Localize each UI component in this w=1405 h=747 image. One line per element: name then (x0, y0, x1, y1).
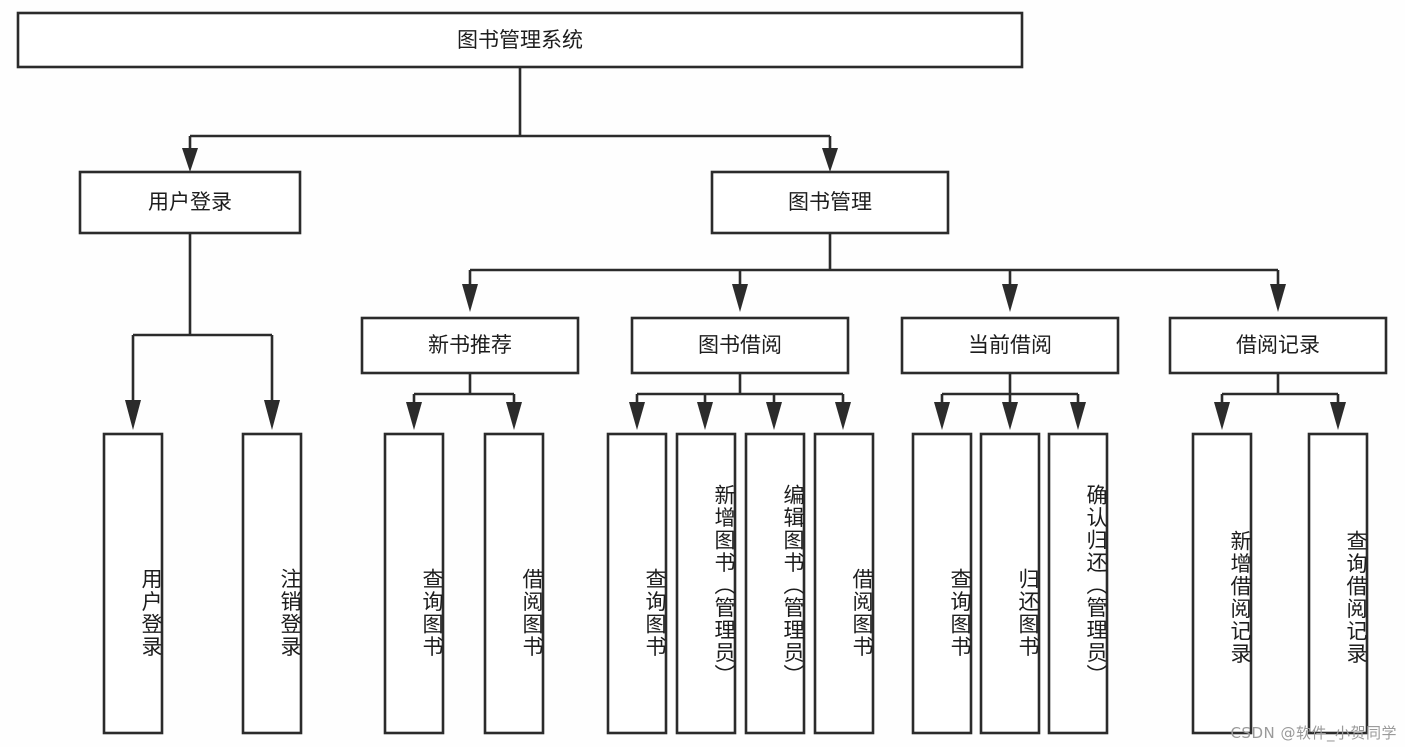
arrowhead-to-leaf-query-book-1 (406, 402, 422, 430)
leaf-user-login-box[interactable] (102, 432, 164, 735)
arrowhead-to-leaf-borrow-book-2 (835, 402, 851, 430)
leaf-borrow-book-1-box[interactable] (483, 432, 545, 735)
node-user-login-box[interactable] (78, 170, 302, 235)
arrowhead-to-leaf-add-record (1214, 402, 1230, 430)
node-book-manage[interactable]: 图书管理 (710, 170, 950, 235)
edge-newbook-bus (412, 373, 516, 404)
node-root-label: 图书管理系统 (457, 28, 583, 52)
node-borrow-record-box[interactable] (1168, 316, 1388, 375)
leaf-add-book-box[interactable] (675, 432, 737, 735)
leaf-edit-book-box[interactable] (744, 432, 806, 735)
leaf-query-book-1-box[interactable] (383, 432, 445, 735)
node-book-borrow[interactable]: 图书借阅 (630, 316, 850, 375)
connector-layer (125, 67, 1346, 430)
arrowhead-to-user-login (182, 148, 198, 172)
leaf-add-record-box[interactable] (1191, 432, 1253, 735)
node-book-manage-box[interactable] (710, 170, 950, 235)
edge-bookmanage-bus (468, 233, 1280, 288)
node-root[interactable]: 图书管理系统 (16, 11, 1024, 69)
edge-currentborrow-bus (940, 373, 1080, 404)
node-borrow-record-label: 借阅记录 (1236, 333, 1320, 357)
node-current-borrow[interactable]: 当前借阅 (900, 316, 1120, 375)
node-root-box[interactable] (16, 11, 1024, 69)
arrowhead-to-leaf-borrow-book-1 (506, 402, 522, 430)
node-new-book-recommend-box[interactable] (360, 316, 580, 375)
edge-root-bus (188, 67, 832, 160)
arrowhead-to-current-borrow (1002, 284, 1018, 312)
node-borrow-record[interactable]: 借阅记录 (1168, 316, 1388, 375)
node-new-book-recommend[interactable]: 新书推荐 (360, 316, 580, 375)
leaf-query-book-2-box[interactable] (606, 432, 668, 735)
node-new-book-recommend-label: 新书推荐 (428, 333, 512, 357)
leaf-return-book-box[interactable] (979, 432, 1041, 735)
arrowhead-to-leaf-user-login (125, 400, 141, 430)
edge-borrowrecord-bus (1220, 373, 1340, 404)
arrowhead-to-leaf-return-book (1002, 402, 1018, 430)
node-book-borrow-label: 图书借阅 (698, 333, 782, 357)
leaf-logout-login-box[interactable] (241, 432, 303, 735)
arrowhead-to-borrow-record (1270, 284, 1286, 312)
leaf-query-book-3-box[interactable] (911, 432, 973, 735)
arrowhead-to-leaf-query-book-2 (629, 402, 645, 430)
arrowhead-to-leaf-add-book (697, 402, 713, 430)
edge-bookborrow-bus (635, 373, 845, 404)
arrowhead-to-book-manage (822, 148, 838, 172)
node-book-borrow-box[interactable] (630, 316, 850, 375)
arrowhead-to-book-borrow (732, 284, 748, 312)
leaf-borrow-book-2-box[interactable] (813, 432, 875, 735)
leaf-query-record-box[interactable] (1307, 432, 1369, 735)
node-user-login-label: 用户登录 (148, 190, 232, 214)
arrowhead-to-leaf-edit-book (766, 402, 782, 430)
arrowhead-to-new-book-recommend (462, 284, 478, 312)
edge-userlogin-bus (131, 233, 274, 400)
arrowhead-to-leaf-logout-login (264, 400, 280, 430)
node-user-login[interactable]: 用户登录 (78, 170, 302, 235)
leaf-confirm-return-box[interactable] (1047, 432, 1109, 735)
arrowhead-to-leaf-confirm-return (1070, 402, 1086, 430)
arrowhead-to-leaf-query-record (1330, 402, 1346, 430)
node-book-manage-label: 图书管理 (788, 190, 872, 214)
arrowhead-to-leaf-query-book-3 (934, 402, 950, 430)
node-current-borrow-box[interactable] (900, 316, 1120, 375)
leaf-boxes-layer (102, 432, 1369, 735)
node-current-borrow-label: 当前借阅 (968, 333, 1052, 357)
